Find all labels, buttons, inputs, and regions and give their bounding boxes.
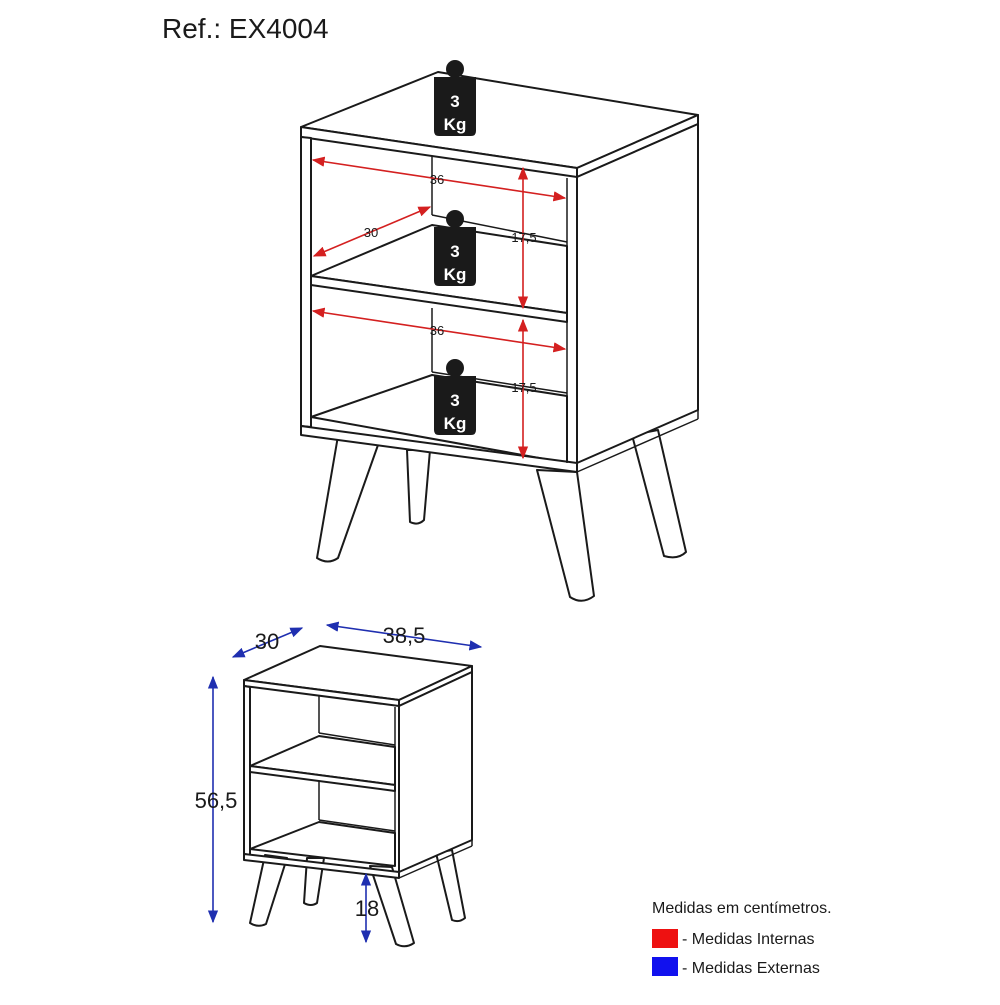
svg-text:Kg: Kg: [444, 115, 467, 134]
front-right-leg: [536, 469, 595, 602]
svg-text:3: 3: [450, 391, 459, 410]
reference-title: Ref.: EX4004: [162, 13, 329, 44]
dim-width-label: 38,5: [383, 623, 426, 648]
legend-label-external: - Medidas Externas: [682, 960, 820, 977]
legend-swatch-external: [652, 957, 678, 976]
dim-lower-height-label: 17,5: [511, 380, 536, 395]
weight-icon-top: 3 Kg: [434, 60, 476, 136]
dim-height-label: 56,5: [195, 788, 238, 813]
weight-icon-middle: 3 Kg: [434, 210, 476, 286]
weight-icon-bottom: 3 Kg: [434, 359, 476, 435]
back-left-leg: [406, 449, 431, 525]
left-side-edge: [300, 136, 312, 428]
dim-upper-depth-label: 30: [364, 225, 378, 240]
svg-text:Kg: Kg: [444, 265, 467, 284]
back-right-leg: [631, 429, 687, 559]
external-dimensions: 30 38,5 56,5 18: [195, 621, 483, 944]
small-nightstand: [243, 645, 473, 948]
dim-upper-width-label: 36: [430, 172, 444, 187]
legend-swatch-internal: [652, 929, 678, 948]
front-left-leg: [316, 435, 379, 563]
large-nightstand: [300, 71, 699, 602]
dim-depth-arrow: [231, 627, 304, 658]
internal-dimensions: 36 30 17,5 36 17,5: [311, 156, 567, 460]
dim-width-arrow: [325, 621, 483, 651]
dim-upper-height-label: 17,5: [511, 230, 536, 245]
svg-text:Kg: Kg: [444, 414, 467, 433]
dim-lower-width-label: 36: [430, 323, 444, 338]
legend-label-internal: - Medidas Internas: [682, 931, 815, 948]
svg-text:3: 3: [450, 242, 459, 261]
legend-note: Medidas em centímetros.: [652, 900, 832, 917]
right-side-panel: [576, 123, 699, 464]
dim-upper-depth-arrow: [312, 206, 432, 257]
dim-leg-label: 18: [355, 896, 379, 921]
dim-depth-label: 30: [255, 629, 279, 654]
legend: Medidas em centímetros. - Medidas Intern…: [652, 900, 832, 977]
svg-text:3: 3: [450, 92, 459, 111]
